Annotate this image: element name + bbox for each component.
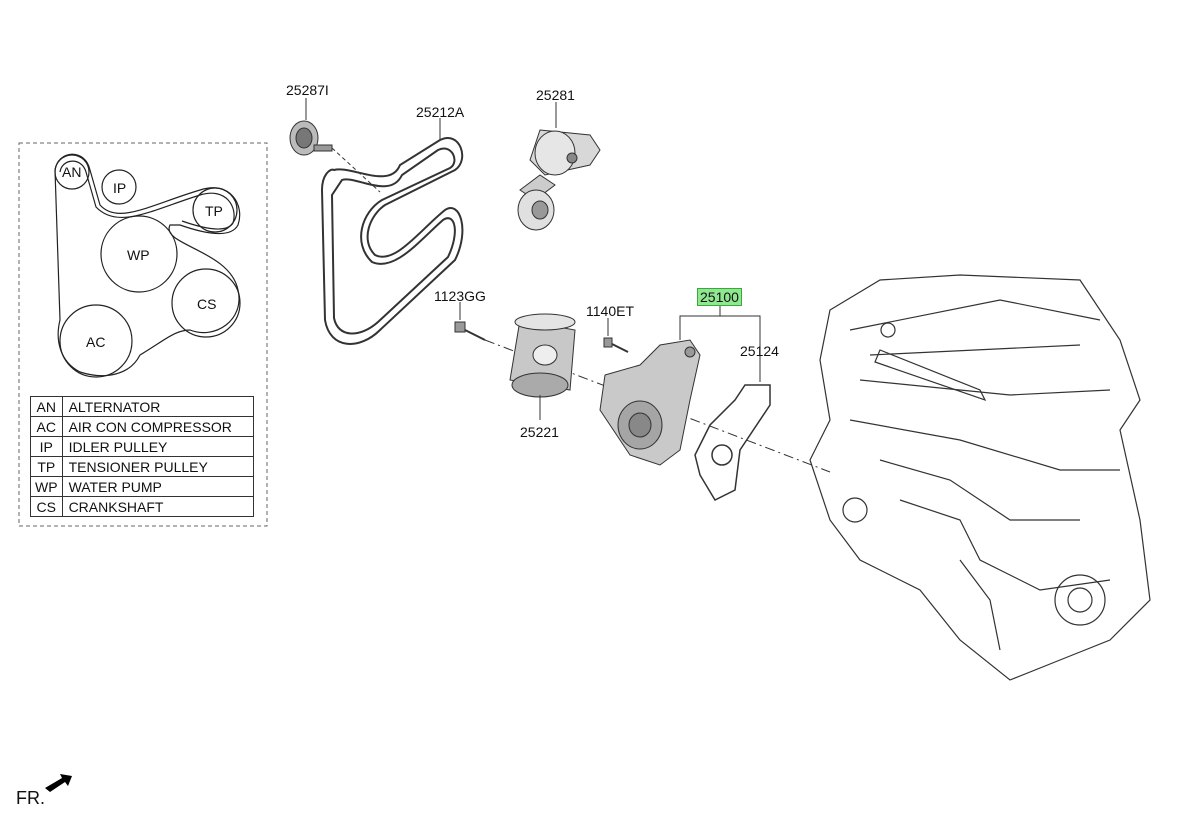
pulley-ip bbox=[101, 169, 137, 205]
part-label-25212A[interactable]: 25212A bbox=[416, 104, 465, 120]
gasket-25124[interactable] bbox=[694, 384, 771, 501]
tensioner-25281[interactable] bbox=[517, 129, 601, 231]
legend-row: AC AIR CON COMPRESSOR bbox=[30, 416, 254, 437]
pulley-wp bbox=[100, 215, 178, 293]
part-label-1123GG[interactable]: 1123GG bbox=[434, 288, 486, 304]
pump-pulley-25221[interactable] bbox=[509, 313, 576, 398]
pulley-tp bbox=[192, 187, 238, 233]
legend-name: IDLER PULLEY bbox=[61, 436, 254, 457]
legend-abbr: AN bbox=[30, 396, 63, 417]
pulley-label-an: AN bbox=[62, 164, 82, 180]
legend-name: TENSIONER PULLEY bbox=[61, 456, 254, 477]
water-pump-25100[interactable] bbox=[599, 339, 701, 466]
pulley-cs bbox=[171, 268, 241, 338]
legend-row: TP TENSIONER PULLEY bbox=[30, 456, 254, 477]
front-arrow-icon bbox=[45, 774, 72, 792]
pulley-label-ip: IP bbox=[113, 180, 127, 196]
bolt-1140ET[interactable] bbox=[603, 337, 629, 353]
part-label-25287I[interactable]: 25287I bbox=[286, 82, 329, 98]
engine-block bbox=[809, 274, 1151, 681]
legend-name: ALTERNATOR bbox=[61, 396, 254, 417]
front-direction-label: FR. bbox=[16, 788, 45, 808]
idler-pulley-25287I[interactable] bbox=[289, 120, 381, 193]
pulley-legend-table: AN ALTERNATOR AC AIR CON COMPRESSOR IP I… bbox=[30, 396, 254, 517]
legend-row: IP IDLER PULLEY bbox=[30, 436, 254, 457]
bolt-1123GG[interactable] bbox=[454, 321, 486, 341]
legend-row: WP WATER PUMP bbox=[30, 476, 254, 497]
part-label-25221[interactable]: 25221 bbox=[520, 424, 559, 440]
legend-name: CRANKSHAFT bbox=[61, 496, 254, 517]
pulley-label-cs: CS bbox=[197, 296, 217, 312]
legend-abbr: TP bbox=[30, 456, 63, 477]
legend-abbr: WP bbox=[30, 476, 63, 497]
part-label-1140ET[interactable]: 1140ET bbox=[586, 303, 634, 319]
part-label-25124[interactable]: 25124 bbox=[740, 343, 779, 359]
pulley-ac bbox=[59, 304, 133, 378]
pulley-label-ac: AC bbox=[86, 334, 106, 350]
legend-row: CS CRANKSHAFT bbox=[30, 496, 254, 517]
part-label-25100[interactable]: 25100 bbox=[697, 288, 742, 306]
part-label-25281[interactable]: 25281 bbox=[536, 87, 575, 103]
legend-name: WATER PUMP bbox=[61, 476, 254, 497]
legend-abbr: IP bbox=[30, 436, 63, 457]
legend-abbr: AC bbox=[30, 416, 63, 437]
legend-row: AN ALTERNATOR bbox=[30, 396, 254, 417]
legend-name: AIR CON COMPRESSOR bbox=[61, 416, 254, 437]
belt-outer-path bbox=[54, 153, 241, 377]
pulley-label-wp: WP bbox=[127, 247, 150, 263]
belt-routing-diagram bbox=[54, 153, 241, 378]
pulley-label-tp: TP bbox=[205, 203, 223, 219]
legend-abbr: CS bbox=[30, 496, 63, 517]
pulley-an bbox=[54, 154, 90, 190]
drive-belt-25212A[interactable] bbox=[320, 137, 464, 345]
